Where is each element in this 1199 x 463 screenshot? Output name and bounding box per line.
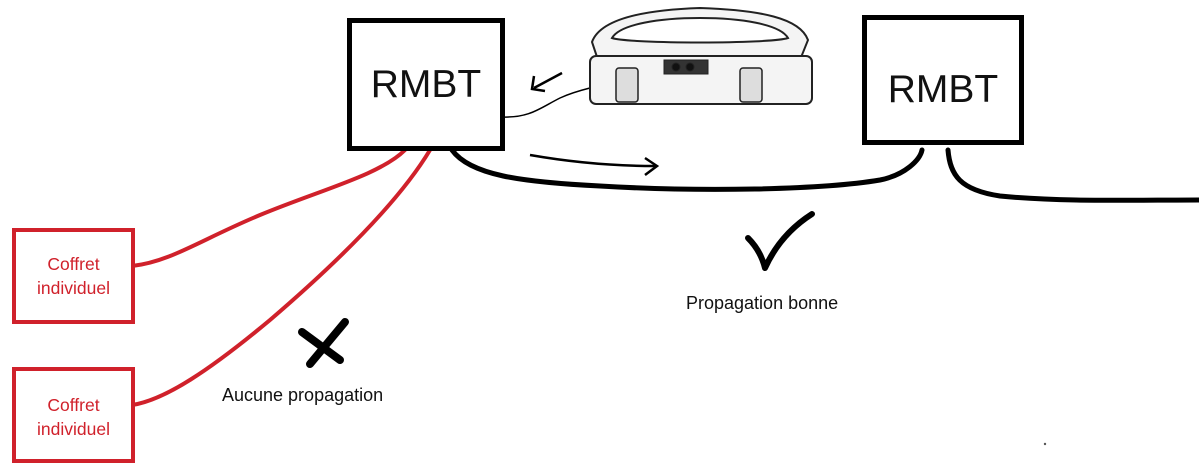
rmbt-left-label: RMBT [370,62,482,106]
coffret-top-box: Coffret individuel [12,228,135,324]
coffret-bottom-box: Coffret individuel [12,367,135,463]
test-device-icon [589,6,813,105]
cross-icon [298,318,349,368]
coffret-top-line1: Coffret [47,254,100,274]
coffret-bottom-line1: Coffret [47,395,100,415]
cable-outgoing [945,147,1199,203]
rmbt-left-box: RMBT [347,18,505,151]
cable-to-coffret-top [130,148,407,268]
cable-rmbt-to-rmbt [449,147,925,192]
rmbt-right-label: RMBT [887,68,999,111]
no-propagation-label: Aucune propagation [222,385,384,405]
good-propagation-label: Propagation bonne [686,293,839,313]
propagation-arrow [529,153,660,176]
check-icon [745,211,815,271]
coffret-top-line2: individuel [37,278,110,298]
rmbt-right-box: RMBT [862,15,1024,145]
device-arrow [530,71,563,93]
cable-to-coffret-bottom [130,148,432,407]
coffret-bottom-line2: individuel [37,419,110,439]
stray-dot [1043,442,1047,446]
